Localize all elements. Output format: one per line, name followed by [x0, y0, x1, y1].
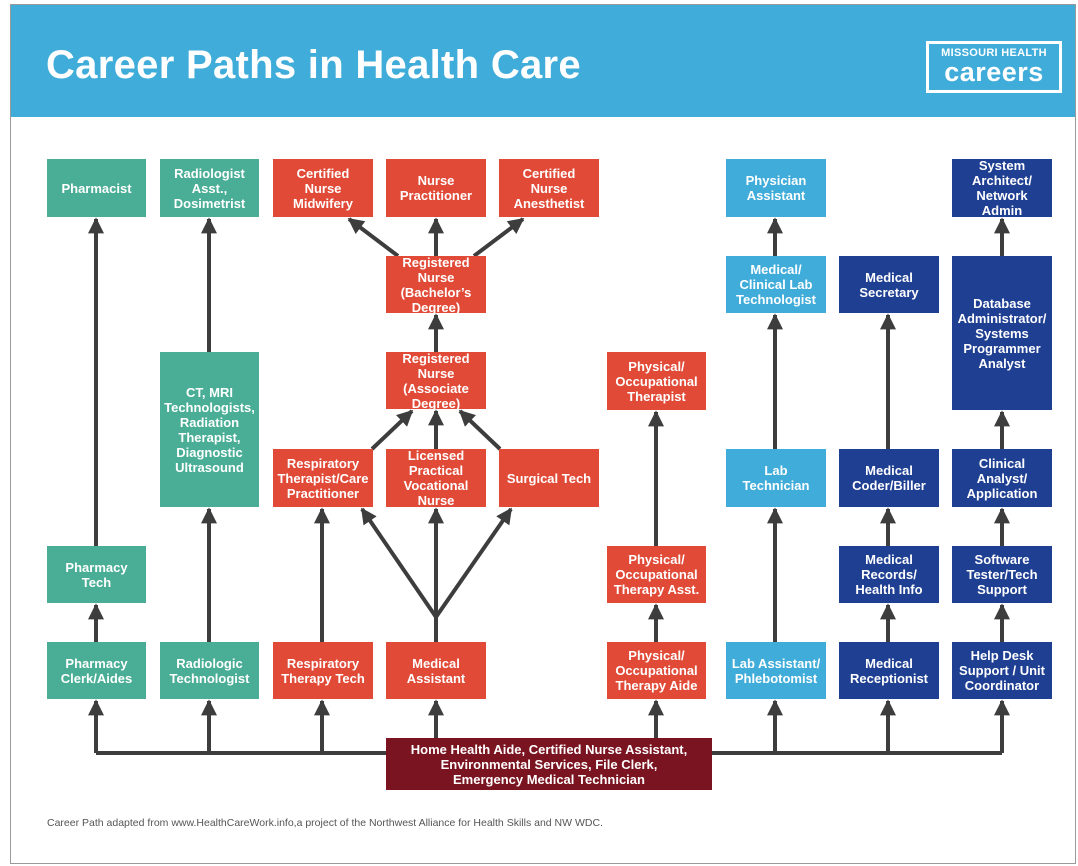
physical-occ-therapist-label: Physical/ Occupational Therapist — [615, 358, 698, 404]
pt-ot-aide-label: Physical/ Occupational Therapy Aide — [615, 648, 698, 693]
ct-mri-label: CT, MRI Technologists, Radiation Therapi… — [164, 384, 255, 475]
lpn-box: Licensed Practical Vocational Nurse — [386, 448, 486, 508]
medical-coder-box: Medical Coder/Biller — [839, 449, 939, 507]
page-title: Career Paths in Health Care — [46, 43, 581, 87]
arrow-resp-therapist-to-rn-associate — [370, 409, 414, 451]
rn-associate-box: Registered Nurse (Associate Degree) — [386, 350, 486, 411]
pharmacy-clerk-label: Pharmacy Clerk/Aides — [60, 655, 133, 686]
lab-assistant-box: Lab Assistant/ Phlebotomist — [726, 642, 826, 699]
pt-ot-aide-box: Physical/ Occupational Therapy Aide — [607, 642, 706, 699]
nurse-practitioner-box: Nurse Practitioner — [386, 159, 486, 217]
physician-assistant-label: Physician Assistant — [745, 173, 807, 203]
med-clinical-lab-tech-label: Medical/ Clinical Lab Technologist — [736, 262, 816, 307]
medical-records-label: Medical Records/ Health Info — [855, 552, 923, 597]
help-desk-box: Help Desk Support / Unit Coordinator — [952, 642, 1052, 699]
logo-bottom-text: careers — [944, 57, 1044, 87]
cert-nurse-midwifery-box: Certified Nurse Midwifery — [273, 159, 373, 217]
ct-mri-box: CT, MRI Technologists, Radiation Therapi… — [160, 352, 259, 507]
rn-associate-label: Registered Nurse (Associate Degree) — [402, 350, 470, 411]
radiologist-asst-label: Radiologist Asst., Dosimetrist — [173, 165, 246, 211]
medical-receptionist-label: Medical Receptionist — [849, 655, 928, 686]
radiologic-technologist-label: Radiologic Technologist — [169, 655, 250, 686]
arrow-surgical-tech-to-rn-associate — [458, 409, 502, 451]
radiologist-asst-box: Radiologist Asst., Dosimetrist — [160, 159, 259, 217]
arrow-medical-assistant-to-resp-therapist — [360, 507, 438, 619]
pharmacy-tech-label: Pharmacy Tech — [65, 559, 128, 590]
lpn-label: Licensed Practical Vocational Nurse — [403, 448, 469, 508]
source-footnote: Career Path adapted from www.HealthCareW… — [47, 817, 603, 829]
rn-bachelor-box: Registered Nurse (Bachelor’s Degree) — [386, 254, 486, 315]
pharmacist-box: Pharmacist — [47, 159, 146, 217]
logo-top-text: MISSOURI HEALTH — [941, 47, 1047, 59]
clinical-analyst-box: Clinical Analyst/ Application — [952, 449, 1052, 507]
surgical-tech-box: Surgical Tech — [499, 449, 599, 507]
surgical-tech-label: Surgical Tech — [506, 470, 592, 486]
arrow-rn-bachelor-to-anesthetist — [472, 217, 525, 258]
software-tester-box: Software Tester/Tech Support — [952, 546, 1052, 603]
medical-coder-label: Medical Coder/Biller — [852, 463, 926, 493]
pharmacist-label: Pharmacist — [61, 180, 132, 196]
home-health-aide-label: Home Health Aide, Certified Nurse Assist… — [410, 741, 688, 787]
physical-occ-therapist-box: Physical/ Occupational Therapist — [607, 352, 706, 410]
radiologic-technologist-box: Radiologic Technologist — [160, 642, 259, 699]
home-health-aide-box: Home Health Aide, Certified Nurse Assist… — [386, 738, 712, 790]
respiratory-therapist-box: Respiratory Therapist/Care Practitioner — [273, 449, 373, 507]
lab-technician-label: Lab Technician — [742, 463, 810, 493]
cert-nurse-anesthetist-box: Certified Nurse Anesthetist — [499, 159, 599, 217]
software-tester-label: Software Tester/Tech Support — [966, 552, 1038, 597]
med-clinical-lab-tech-box: Medical/ Clinical Lab Technologist — [726, 256, 826, 313]
pharmacy-tech-box: Pharmacy Tech — [47, 546, 146, 603]
help-desk-label: Help Desk Support / Unit Coordinator — [959, 648, 1045, 693]
system-architect-label: System Architect/ Network Admin — [972, 158, 1032, 218]
cert-nurse-midwifery-label: Certified Nurse Midwifery — [293, 165, 353, 211]
pt-ot-asst-label: Physical/ Occupational Therapy Asst. — [613, 552, 700, 597]
lab-technician-box: Lab Technician — [726, 449, 826, 507]
physician-assistant-box: Physician Assistant — [726, 159, 826, 217]
medical-assistant-label: Medical Assistant — [406, 655, 466, 686]
pharmacy-clerk-box: Pharmacy Clerk/Aides — [47, 642, 146, 699]
header-banner — [11, 5, 1075, 117]
arrow-rn-bachelor-to-midwifery — [347, 217, 400, 258]
medical-receptionist-box: Medical Receptionist — [839, 642, 939, 699]
respiratory-therapist-label: Respiratory Therapist/Care Practitioner — [277, 455, 369, 501]
database-admin-label: Database Administrator/ Systems Programm… — [957, 295, 1047, 371]
pt-ot-asst-box: Physical/ Occupational Therapy Asst. — [607, 546, 706, 603]
lab-assistant-label: Lab Assistant/ Phlebotomist — [731, 655, 821, 686]
medical-secretary-label: Medical Secretary — [859, 269, 919, 300]
missouri-health-careers-logo: MISSOURI HEALTH careers — [926, 41, 1062, 93]
medical-secretary-box: Medical Secretary — [839, 256, 939, 313]
database-admin-box: Database Administrator/ Systems Programm… — [952, 256, 1052, 410]
clinical-analyst-label: Clinical Analyst/ Application — [966, 455, 1038, 501]
system-architect-box: System Architect/ Network Admin — [952, 158, 1052, 218]
rn-bachelor-label: Registered Nurse (Bachelor’s Degree) — [400, 254, 472, 315]
medical-assistant-box: Medical Assistant — [386, 642, 486, 699]
nurse-practitioner-label: Nurse Practitioner — [399, 173, 473, 203]
respiratory-therapy-tech-box: Respiratory Therapy Tech — [273, 642, 373, 699]
cert-nurse-anesthetist-label: Certified Nurse Anesthetist — [513, 165, 585, 211]
respiratory-therapy-tech-label: Respiratory Therapy Tech — [281, 655, 365, 686]
arrow-medical-assistant-to-surgical-tech — [434, 507, 513, 619]
medical-records-box: Medical Records/ Health Info — [839, 546, 939, 603]
